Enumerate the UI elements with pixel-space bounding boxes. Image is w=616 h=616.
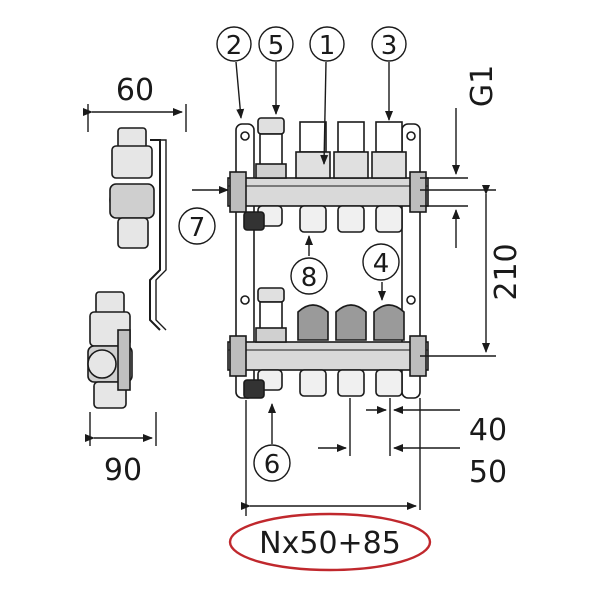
side-view	[87, 127, 167, 409]
leader-arrows	[192, 61, 393, 444]
callout-1: 1	[319, 31, 336, 61]
front-view	[227, 117, 429, 399]
callout-5-circle	[258, 26, 294, 62]
callout-2: 2	[226, 31, 243, 61]
callout-7: 7	[189, 213, 206, 243]
callout-4-circle	[362, 243, 400, 281]
dim-spacing-small-label: 40	[469, 413, 507, 448]
dim-thread-label: G1	[465, 65, 500, 107]
callout-6: 6	[264, 450, 281, 480]
highlight-ellipse	[228, 512, 432, 572]
callout-8: 8	[301, 263, 318, 293]
callout-3-circle	[371, 26, 407, 62]
dim-spacing-outlet	[318, 398, 460, 510]
dim-height-label: 210	[489, 243, 524, 300]
dim-thread	[420, 108, 468, 248]
dim-spacing-small	[349, 398, 460, 456]
dim-side-depth	[85, 412, 157, 446]
callout-2-circle	[216, 26, 252, 62]
dim-side-width	[83, 104, 187, 132]
callout-3: 3	[381, 31, 398, 61]
dim-height	[420, 185, 496, 357]
dim-side-width-label: 60	[116, 73, 154, 108]
dim-total-length-label: Nx50+85	[259, 526, 401, 561]
callout-5: 5	[268, 31, 285, 61]
callout-7-circle	[178, 207, 216, 245]
dim-side-depth-label: 90	[104, 453, 142, 488]
callout-6-circle	[253, 444, 291, 482]
callout-4: 4	[373, 249, 390, 279]
dim-spacing-outlet-label: 50	[469, 455, 507, 490]
callout-1-circle	[309, 26, 345, 62]
dim-total-length	[241, 400, 417, 516]
callout-8-circle	[290, 257, 328, 295]
callout-markers	[178, 26, 407, 482]
